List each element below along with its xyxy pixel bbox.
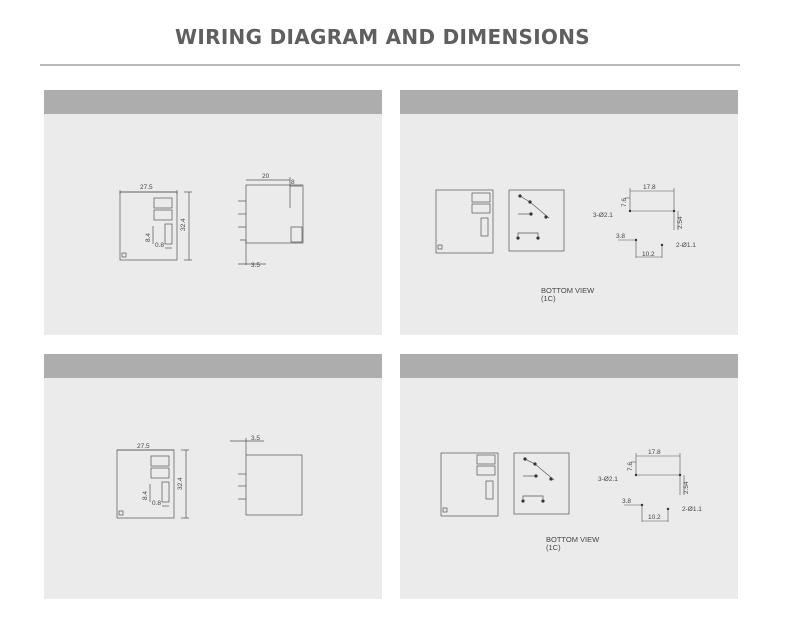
wiring-drawing: 17.8 7.6 3-Ø2.1 2.54 3.8 10.2 2-Ø1.1 BOT… — [435, 184, 696, 303]
relay-side-outline — [245, 184, 304, 244]
schematic-frame — [508, 189, 565, 252]
relay-bottom-outline — [435, 189, 494, 254]
dimension-label: BOTTOM VIEW — [546, 535, 600, 544]
dimension-label: 2-Ø1.1 — [676, 242, 696, 249]
diagram-panel-bottom-left: 27.5 32.4 8.4 0.8 3.5 — [44, 354, 382, 599]
dimension-label: 27.5 — [140, 184, 153, 191]
title-divider — [40, 64, 740, 66]
panel-header-bar — [44, 90, 382, 114]
dimension-label: 2-Ø1.1 — [682, 506, 702, 513]
dimension-label: 27.5 — [137, 443, 150, 450]
dimension-label: 10.2 — [648, 514, 661, 521]
dimension-label: 0.8 — [155, 242, 164, 249]
dimension-label: 7.6 — [627, 462, 634, 471]
diagram-panel-top-right: 17.8 7.6 3-Ø2.1 2.54 3.8 10.2 2-Ø1.1 BOT… — [400, 90, 738, 335]
dimension-label: 3.8 — [616, 233, 625, 240]
panel-header-bar — [400, 90, 738, 114]
panel-header-bar — [44, 354, 382, 378]
dimension-label: BOTTOM VIEW — [541, 286, 595, 295]
schematic-frame — [513, 452, 570, 515]
dimension-drawing: 27.5 32.4 8.4 0.8 3.5 — [116, 435, 303, 519]
diagram-panel-bottom-right: 17.8 7.6 3-Ø2.1 2.54 3.8 10.2 2-Ø1.1 BOT… — [400, 354, 738, 599]
dimension-label: 10.2 — [642, 251, 655, 258]
relay-body-outline — [116, 449, 175, 519]
relay-bottom-outline — [440, 452, 499, 517]
wiring-drawing: 17.8 7.6 3-Ø2.1 2.54 3.8 10.2 2-Ø1.1 BOT… — [440, 449, 702, 552]
dimension-label: 17.8 — [643, 184, 656, 191]
panel-header-bar — [400, 354, 738, 378]
dimension-label: 20 — [262, 173, 270, 180]
dimension-label: 2.54 — [683, 481, 690, 494]
dimension-label: 8.4 — [142, 491, 149, 500]
dimension-label: (1C) — [546, 543, 561, 552]
dimension-label: 32.4 — [180, 218, 187, 231]
dimension-label: 3.8 — [622, 498, 631, 505]
dimension-label: 2.54 — [677, 216, 684, 229]
dimension-label: 7.6 — [621, 198, 628, 207]
page-title: WIRING DIAGRAM AND DIMENSIONS — [175, 25, 590, 49]
relay-side-outline — [245, 454, 303, 516]
dimension-label: 3.5 — [251, 262, 260, 269]
relay-body-outline — [119, 191, 178, 261]
diagram-panel-top-left: 27.5 32.4 8.4 0.8 20 8 3.5 — [44, 90, 382, 335]
dimension-label: 8.4 — [145, 233, 152, 242]
dimension-label: 3-Ø2.1 — [593, 212, 613, 219]
dimension-label: 0.8 — [152, 500, 161, 507]
dimension-label: (1C) — [541, 294, 556, 303]
dimension-label: 17.8 — [648, 449, 661, 456]
dimension-label: 8 — [291, 179, 295, 186]
dimension-label: 32.4 — [177, 477, 184, 490]
dimension-drawing: 27.5 32.4 8.4 0.8 20 8 3.5 — [119, 173, 304, 269]
dimension-label: 3.5 — [251, 435, 260, 442]
dimension-label: 3-Ø2.1 — [598, 476, 618, 483]
